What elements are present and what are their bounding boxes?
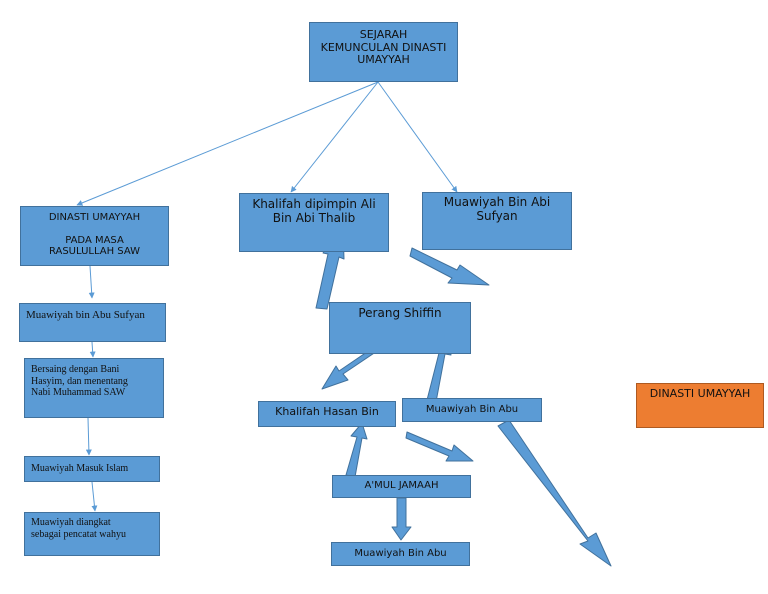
- block-arrow-amul-to-hasan: [345, 422, 368, 478]
- node-root-line2: KEMUNCULAN DINASTI: [320, 40, 447, 54]
- node-root[interactable]: SEJARAH KEMUNCULAN DINASTI UMAYYAH: [309, 22, 458, 82]
- edge-muawiyah-sufyan-to-bersaing: [89, 341, 96, 358]
- node-dinasti-rasul[interactable]: DINASTI UMAYYAH PADA MASA RASULULLAH SAW: [20, 206, 169, 266]
- node-dinasti-rasul-line2: PADA MASA: [65, 234, 124, 246]
- block-arrow-muawiyah-abu-long: [497, 419, 612, 567]
- node-muawiyah-abi-sufyan-line2: Sufyan: [476, 208, 518, 223]
- node-bersaing-line1: Bersaing dengan Bani: [31, 364, 120, 375]
- node-dinasti-rasul-line1: DINASTI UMAYYAH: [48, 212, 141, 223]
- node-amul-jamaah-line1: A'MUL JAMAAH: [364, 480, 439, 491]
- node-perang-shiffin[interactable]: Perang Shiffin: [329, 302, 471, 354]
- node-root-line1: SEJARAH: [359, 28, 408, 41]
- edge-root-to-khalifah-ali: [290, 81, 379, 193]
- block-arrow-muawiyah-abu-down: [405, 431, 474, 462]
- node-muawiyah-sufyan[interactable]: Muawiyah bin Abu Sufyan: [19, 303, 166, 342]
- edge-root-to-dinasti-rasul: [76, 81, 379, 206]
- node-muawiyah-abi-sufyan-line1: Muawiyah Bin Abi: [443, 195, 551, 209]
- node-muawiyah-abu-2-line1: Muawiyah Bin Abu: [354, 548, 447, 559]
- node-pencatat-wahyu-line1: Muawiyah diangkat: [31, 517, 111, 528]
- node-muawiyah-abu-1[interactable]: Muawiyah Bin Abu: [402, 398, 542, 422]
- node-masuk-islam-line1: Muawiyah Masuk Islam: [31, 463, 129, 474]
- node-bersaing[interactable]: Bersaing dengan Bani Hasyim, dan menenta…: [24, 358, 164, 418]
- edge-bersaing-to-masuk-islam: [85, 417, 92, 456]
- node-khalifah-ali-line1: Khalifah dipimpin Ali: [252, 197, 376, 211]
- node-masuk-islam[interactable]: Muawiyah Masuk Islam: [24, 456, 160, 482]
- node-dinasti-umayyah[interactable]: DINASTI UMAYYAH: [636, 383, 764, 428]
- node-dinasti-umayyah-line1: DINASTI UMAYYAH: [649, 387, 751, 400]
- node-pencatat-wahyu-line2: sebagai pencatat wahyu: [31, 528, 126, 540]
- node-root-line3: UMAYYAH: [357, 53, 410, 67]
- block-arrow-amul-to-muawiyah: [391, 497, 412, 541]
- node-khalifah-hasan-line1: Khalifah Hasan Bin: [275, 405, 379, 418]
- node-amul-jamaah[interactable]: A'MUL JAMAAH: [332, 475, 471, 498]
- node-perang-shiffin-line1: Perang Shiffin: [358, 306, 442, 320]
- node-muawiyah-sufyan-line1: Muawiyah bin Abu Sufyan: [26, 309, 145, 321]
- edge-dinasti-rasul-to-muawiyah-sufyan: [88, 265, 95, 299]
- node-khalifah-ali[interactable]: Khalifah dipimpin Ali Bin Abi Thalib: [239, 193, 389, 252]
- node-bersaing-line3: Nabi Muhammad SAW: [31, 387, 126, 398]
- node-muawiyah-abi-sufyan[interactable]: Muawiyah Bin Abi Sufyan: [422, 192, 572, 250]
- node-muawiyah-abu-2[interactable]: Muawiyah Bin Abu: [331, 542, 470, 566]
- node-bersaing-line2: Hasyim, dan menentang: [31, 375, 128, 387]
- node-khalifah-ali-line2: Bin Abi Thalib: [272, 210, 356, 225]
- node-khalifah-hasan[interactable]: Khalifah Hasan Bin: [258, 401, 396, 427]
- node-pencatat-wahyu[interactable]: Muawiyah diangkat sebagai pencatat wahyu: [24, 512, 160, 556]
- edge-masuk-islam-to-pencatat-wahyu: [91, 481, 98, 512]
- node-muawiyah-abu-1-line1: Muawiyah Bin Abu: [425, 404, 519, 415]
- edge-root-to-muawiyah-abi-sufyan: [377, 81, 458, 193]
- node-dinasti-rasul-line3: RASULULLAH SAW: [48, 246, 141, 257]
- block-arrow-abi-sufyan-to-shiffin: [409, 247, 490, 286]
